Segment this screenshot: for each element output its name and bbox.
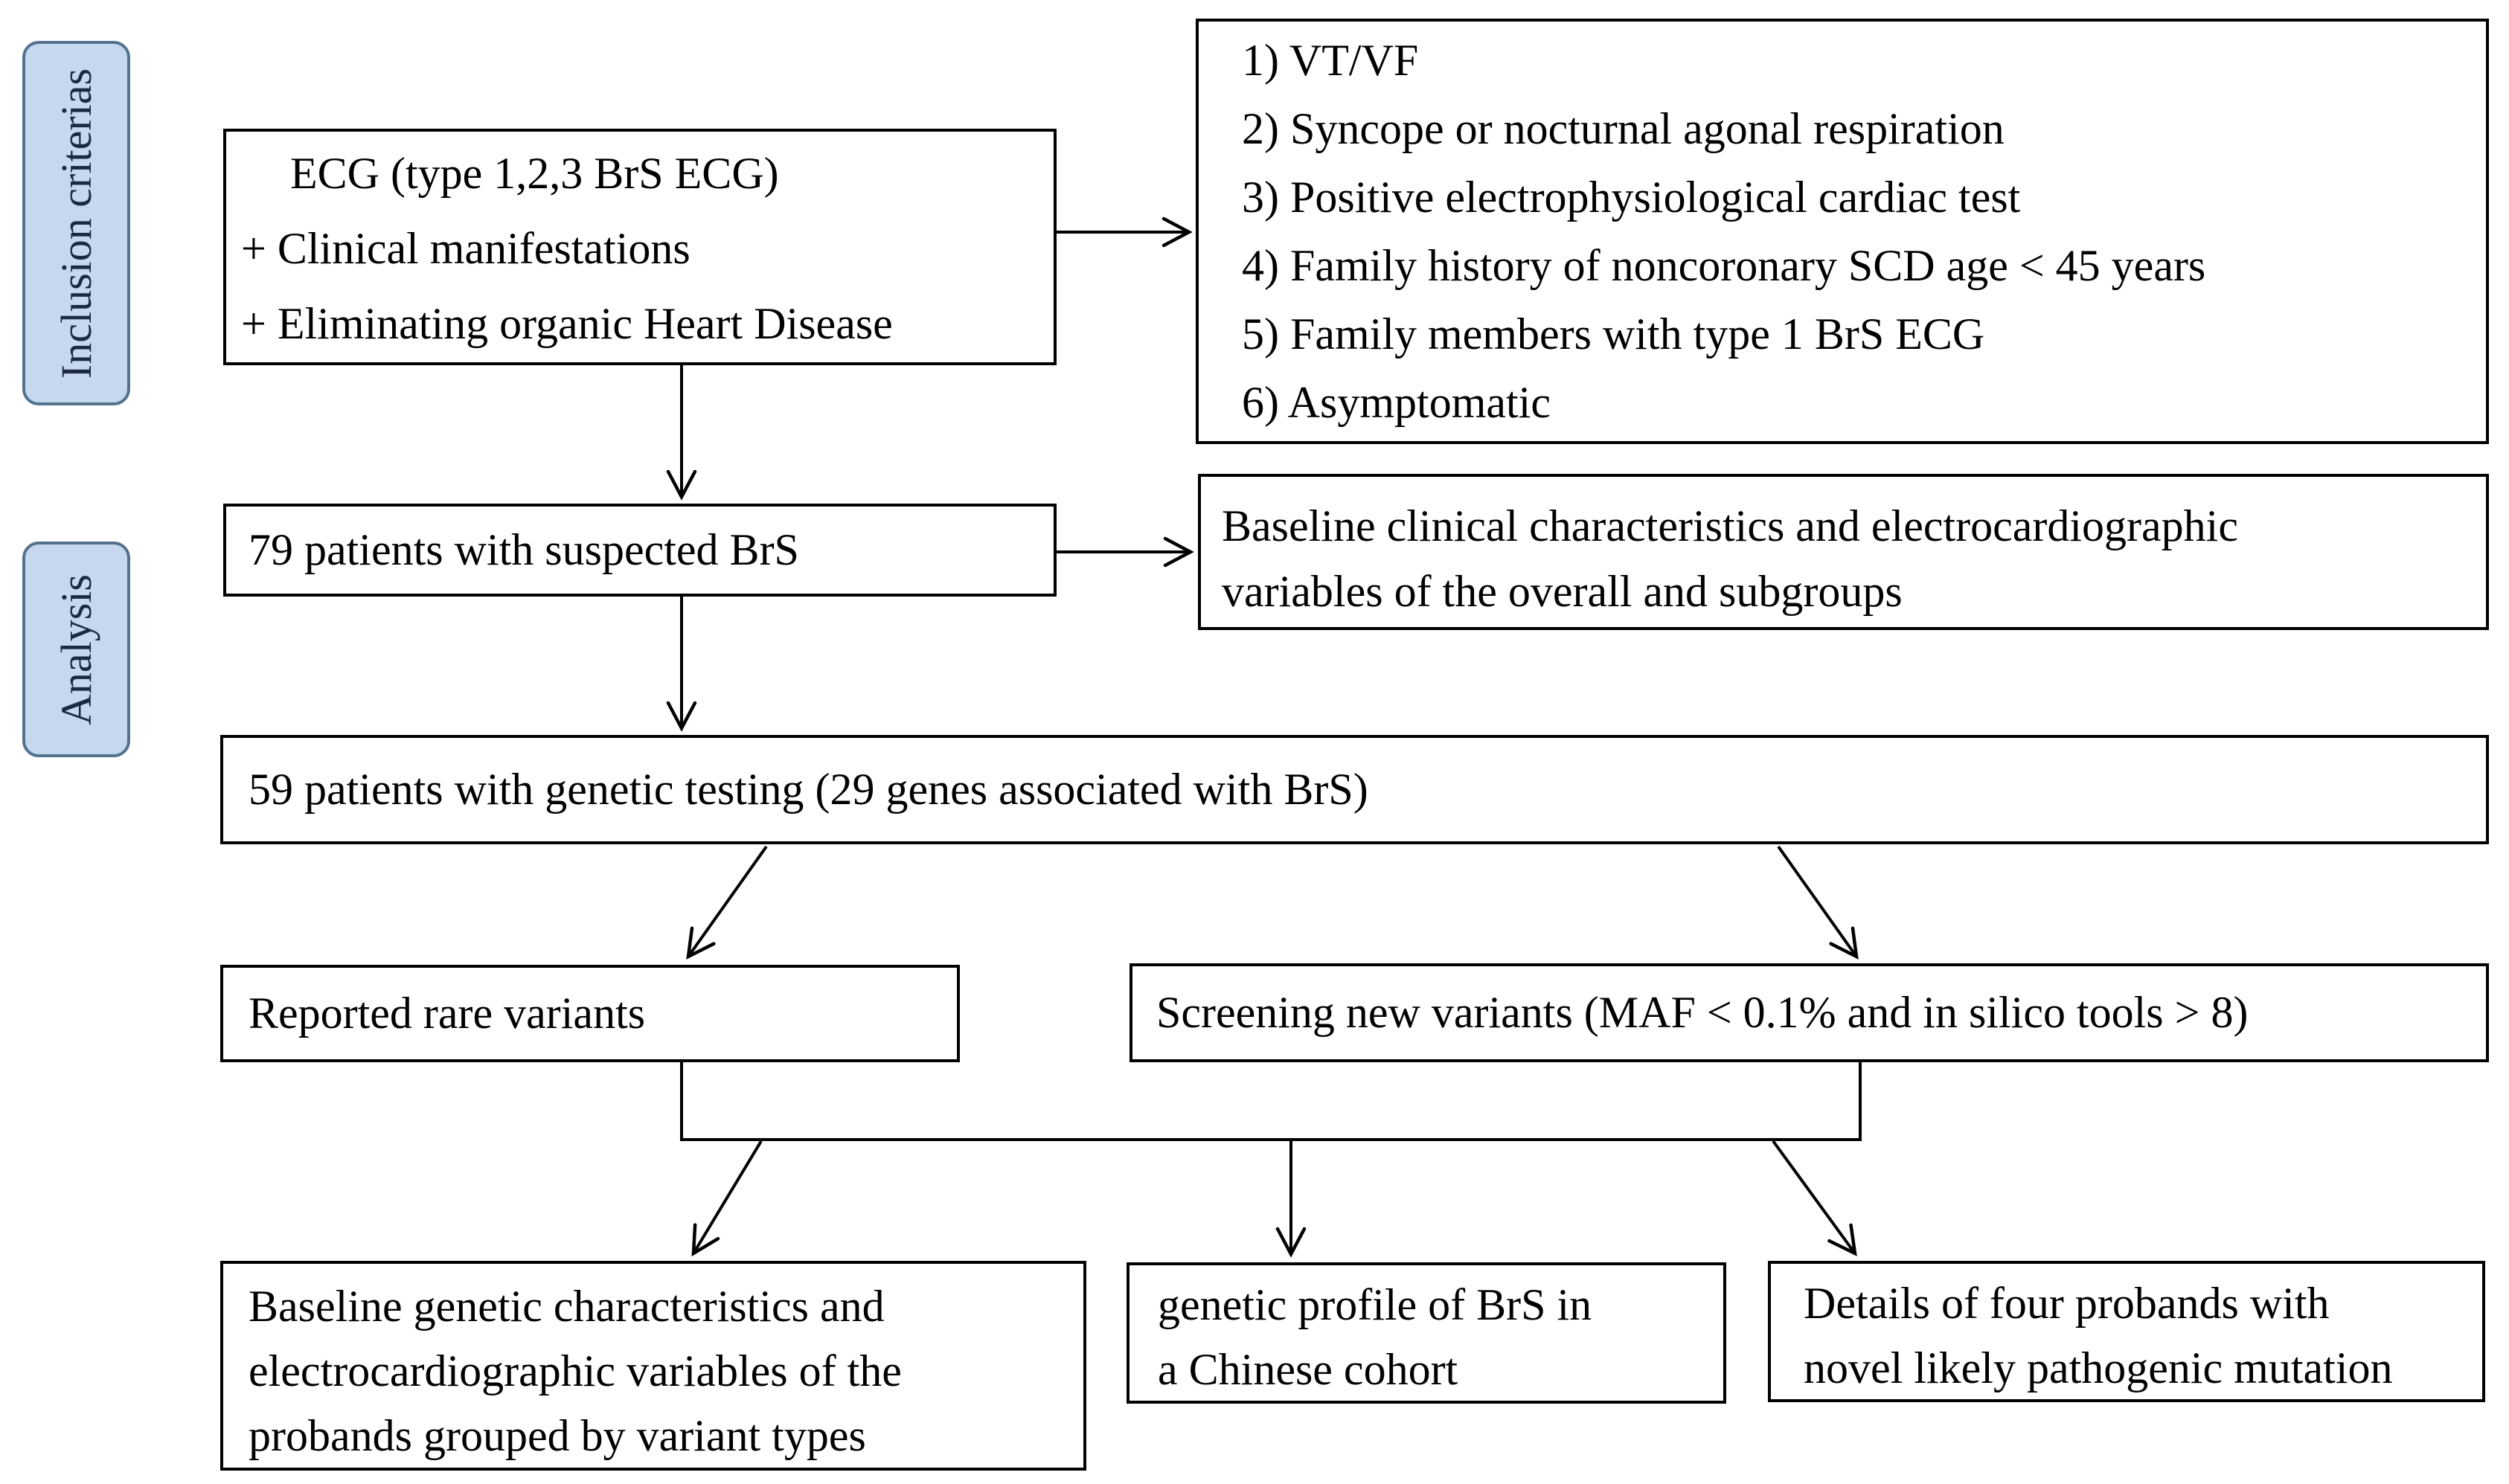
baseline-genetic-line-3: probands grouped by variant types [249, 1411, 866, 1460]
box-proband-details: Details of four probands with novel like… [1768, 1261, 2485, 1402]
arrow-59-to-reported-variants [686, 845, 768, 960]
ecg-criteria-line-1: ECG (type 1,2,3 BrS ECG) [290, 149, 779, 198]
criteria-item-4: 4) Family history of noncoronary SCD age… [1242, 241, 2206, 290]
arrow-merge-to-proband-details [1772, 1140, 1857, 1256]
box-baseline-genetic-characteristics: Baseline genetic characteristics and ele… [220, 1261, 1086, 1471]
box-baseline-clinical-characteristics: Baseline clinical characteristics and el… [1198, 474, 2489, 630]
criteria-item-5: 5) Family members with type 1 BrS ECG [1242, 309, 1985, 359]
box-clinical-criteria-list: 1) VT/VF 2) Syncope or nocturnal agonal … [1196, 19, 2489, 444]
proband-details-line-1: Details of four probands with [1804, 1279, 2330, 1328]
baseline-genetic-line-1: Baseline genetic characteristics and [249, 1282, 885, 1331]
criteria-item-3: 3) Positive electrophysiological cardiac… [1242, 173, 2021, 222]
box-screening-new-variants: Screening new variants (MAF < 0.1% and i… [1129, 963, 2489, 1062]
side-label-analysis: Analysis [22, 542, 130, 757]
baseline-clinical-line-1: Baseline clinical characteristics and el… [1222, 501, 2238, 550]
79-patients-text: 79 patients with suspected BrS [249, 525, 799, 574]
reported-variants-text: Reported rare variants [249, 989, 646, 1038]
genetic-profile-line-2: a Chinese cohort [1158, 1345, 1458, 1394]
59-patients-text: 59 patients with genetic testing (29 gen… [249, 765, 1368, 814]
side-label-inclusion-criteria: Inclusion criterias [22, 41, 130, 405]
genetic-profile-line-1: genetic profile of BrS in [1158, 1280, 1592, 1329]
side-label-inclusion-criteria-text: Inclusion criterias [52, 68, 101, 379]
arrow-merge-to-baseline-genetic [691, 1140, 763, 1257]
criteria-item-2: 2) Syncope or nocturnal agonal respirati… [1242, 104, 2005, 153]
baseline-genetic-line-2: electrocardiographic variables of the [249, 1346, 902, 1395]
box-79-suspected-patients: 79 patients with suspected BrS [223, 504, 1057, 597]
box-genetic-profile-chinese-cohort: genetic profile of BrS in a Chinese coho… [1127, 1262, 1726, 1404]
box-ecg-criteria: ECG (type 1,2,3 BrS ECG) + Clinical mani… [223, 129, 1057, 365]
baseline-clinical-line-2: variables of the overall and subgroups [1222, 567, 1903, 616]
box-reported-rare-variants: Reported rare variants [220, 965, 960, 1062]
proband-details-line-2: novel likely pathogenic mutation [1804, 1343, 2393, 1393]
ecg-criteria-line-2: + Clinical manifestations [241, 224, 690, 273]
criteria-item-1: 1) VT/VF [1242, 36, 1419, 85]
criteria-item-6: 6) Asymptomatic [1242, 378, 1551, 427]
arrow-59-to-screening-variants [1777, 845, 1859, 960]
screening-variants-text: Screening new variants (MAF < 0.1% and i… [1156, 988, 2249, 1037]
ecg-criteria-line-3: + Eliminating organic Heart Disease [241, 299, 893, 348]
side-label-analysis-text: Analysis [52, 574, 100, 725]
box-59-genetic-testing: 59 patients with genetic testing (29 gen… [220, 735, 2489, 844]
